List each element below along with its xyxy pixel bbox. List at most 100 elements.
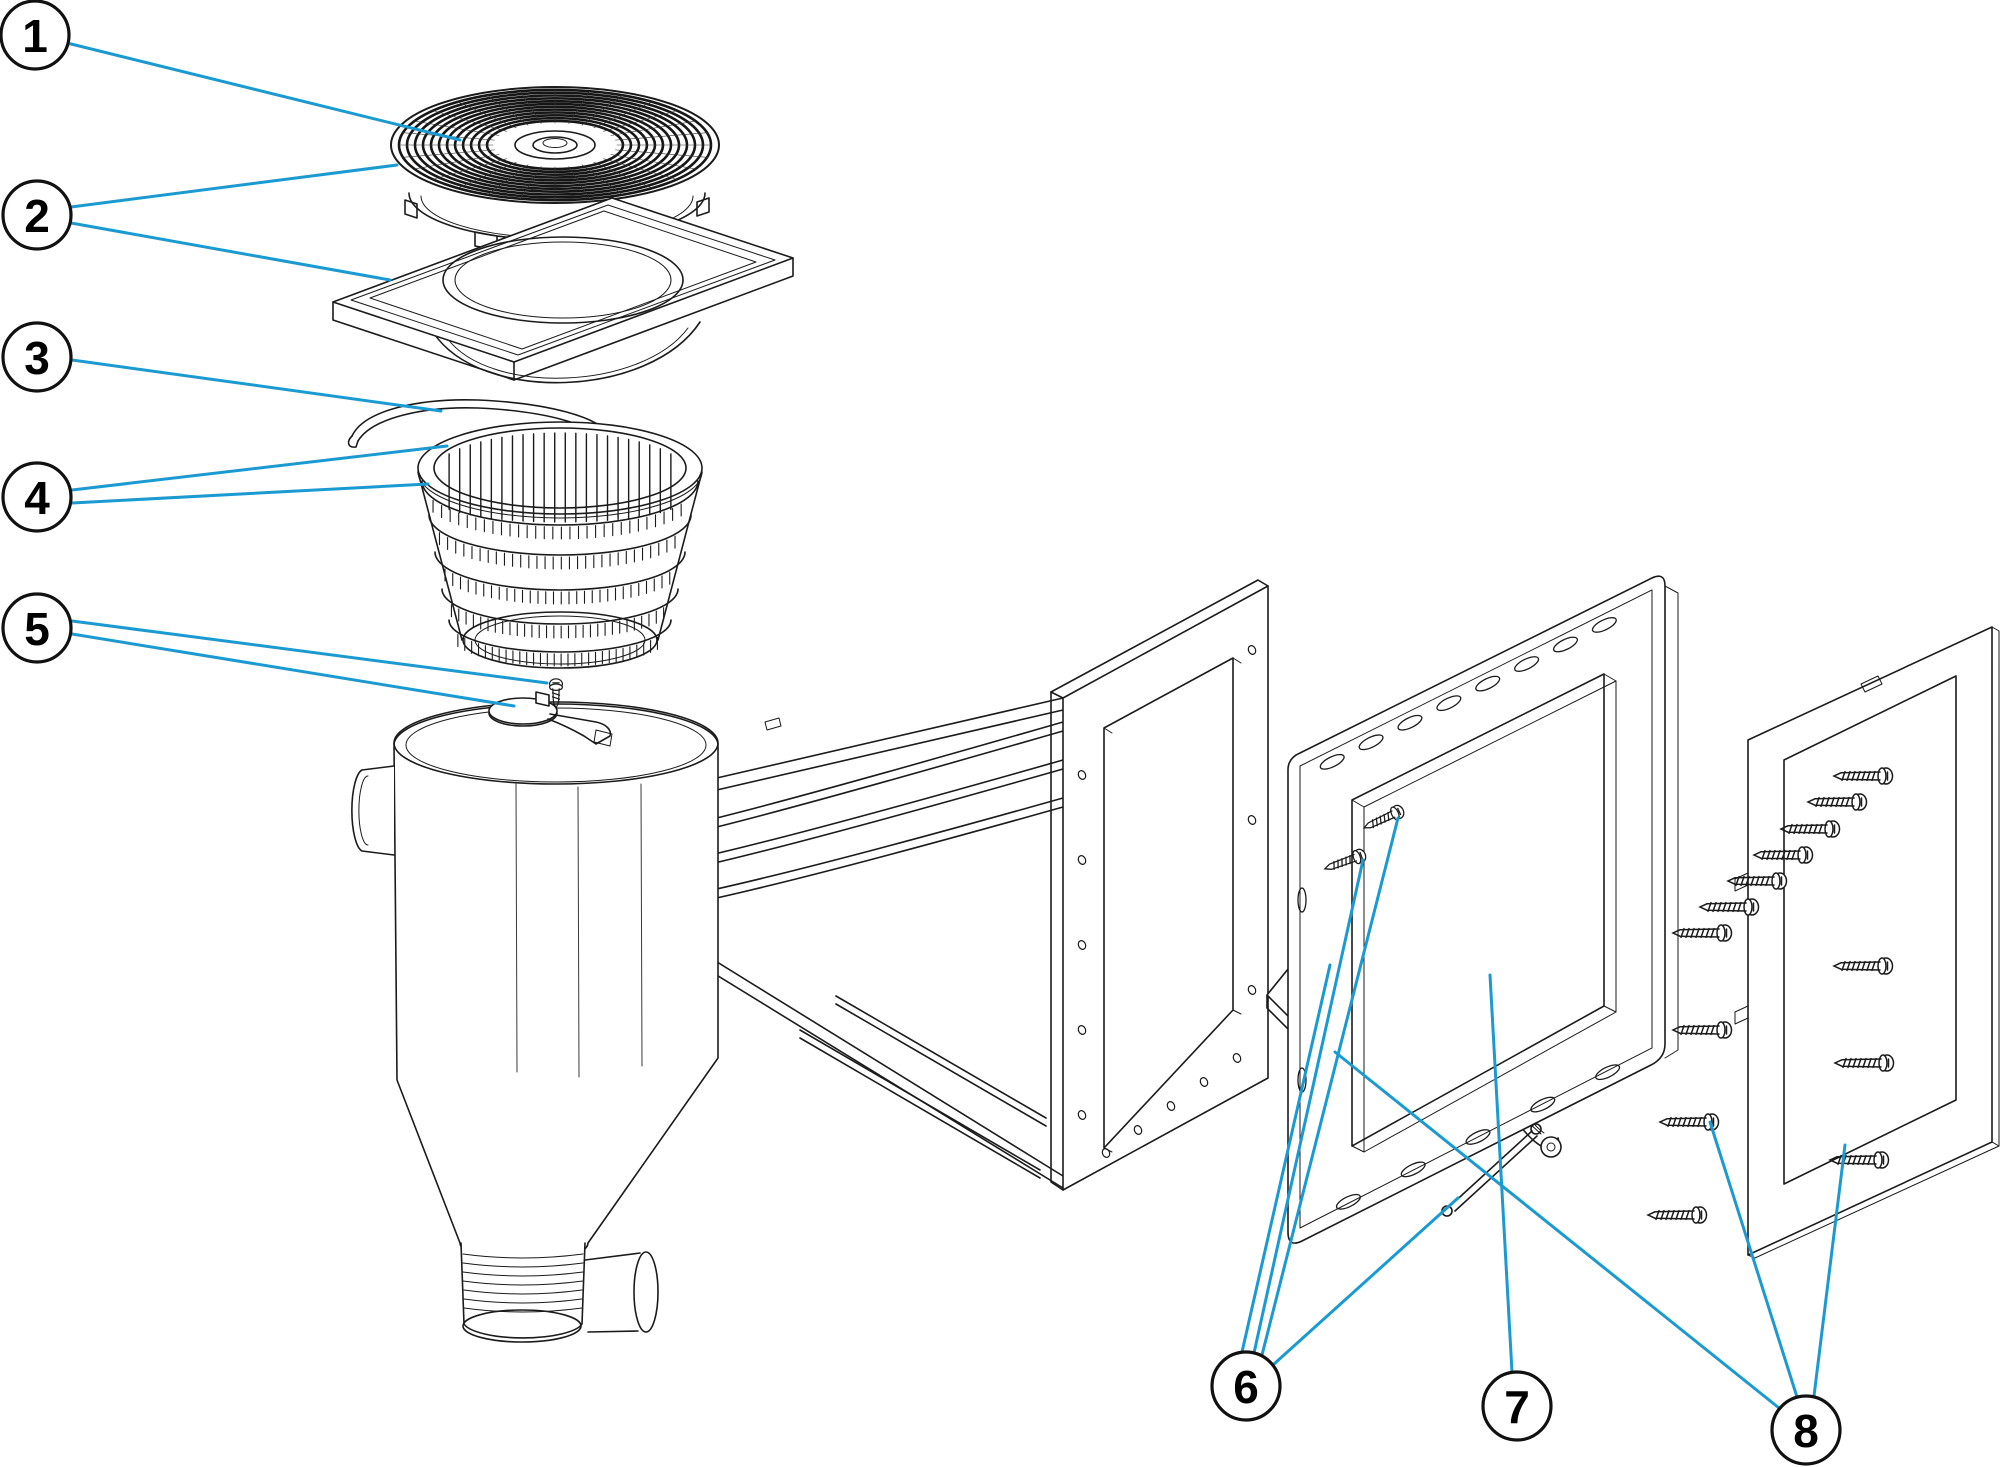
line-art: [454, 241, 672, 319]
line-art: [1077, 940, 1087, 950]
line-art: [651, 709, 1064, 806]
line-art: [1685, 1024, 1690, 1036]
screw: [1362, 804, 1405, 829]
line-art: [514, 130, 596, 160]
line-art: [1734, 1005, 1749, 1025]
leader-line-3: [70, 358, 443, 413]
screw-set: [548, 678, 1895, 1224]
callout-number-6: 6: [1233, 1361, 1259, 1413]
leader-line-6: [1240, 963, 1332, 1354]
line-art: [799, 1037, 1041, 1179]
line-art: [513, 257, 794, 381]
line-art: [1818, 823, 1823, 835]
line-art: [1877, 767, 1887, 785]
screw: [1832, 957, 1894, 975]
line-art: [1788, 823, 1793, 835]
callout-number-8: 8: [1793, 1405, 1819, 1457]
screw: [1828, 1151, 1890, 1169]
line-art: [1783, 675, 1957, 1185]
line-art: [1700, 1024, 1705, 1036]
line-art: [1700, 927, 1705, 939]
line-art: [1333, 860, 1335, 871]
line-art: [1397, 807, 1402, 816]
line-art: [603, 110, 678, 132]
line-art: [1862, 1154, 1867, 1166]
line-art: [603, 158, 678, 180]
line-art: [1867, 1057, 1872, 1069]
strainer-basket: [417, 421, 703, 669]
line-art: [1717, 901, 1722, 913]
leader-line-5: [70, 632, 516, 708]
line-art: [1781, 849, 1786, 861]
line-art: [1797, 846, 1807, 864]
basket-bands: [421, 480, 699, 667]
line-art: [402, 149, 495, 158]
line-art: [835, 995, 1047, 1119]
line-art: [535, 691, 550, 707]
line-art: [568, 90, 591, 124]
line-art: [1690, 927, 1695, 939]
callout-circle-6: [1210, 1350, 1282, 1422]
line-art: [1705, 1024, 1710, 1036]
line-art: [462, 1271, 584, 1277]
line-art: [1857, 1154, 1862, 1166]
callout-circle-3: [1, 321, 73, 393]
line-art: [593, 161, 653, 189]
line-art: [1856, 770, 1861, 782]
line-art: [1825, 796, 1830, 808]
line-art: [1371, 819, 1375, 829]
line-art: [615, 149, 708, 158]
line-art: [1247, 645, 1257, 655]
frame-screw-slots: [1077, 617, 1621, 1210]
faceplate-gasket: [1734, 626, 2000, 1259]
callout-circle-7: [1481, 1370, 1553, 1442]
callout-number-5: 5: [24, 603, 50, 655]
line-art: [1665, 1209, 1670, 1221]
line-art: [1363, 680, 1617, 1153]
leader-line-4: [70, 482, 430, 505]
line-art: [1771, 849, 1776, 861]
line-art: [657, 471, 703, 641]
line-art: [457, 161, 517, 189]
line-art: [1991, 626, 2000, 1147]
screw: [1646, 1206, 1708, 1224]
line-art: [1166, 1101, 1176, 1111]
screw: [1671, 924, 1733, 942]
line-art: [1695, 927, 1700, 939]
screw: [1752, 846, 1814, 864]
line-art: [1866, 770, 1871, 782]
line-art: [663, 730, 1064, 840]
line-art: [441, 588, 679, 625]
line-art: [448, 619, 672, 653]
line-art: [593, 729, 613, 747]
line-art: [1873, 1151, 1883, 1169]
line-art: [414, 120, 500, 136]
line-art: [1765, 875, 1770, 887]
line-art: [404, 199, 418, 219]
line-art: [369, 210, 757, 350]
line-art: [358, 775, 369, 846]
line-art: [421, 480, 699, 526]
screw: [1833, 1054, 1895, 1072]
line-art: [1595, 1064, 1621, 1081]
line-art: [615, 132, 708, 141]
line-art: [432, 321, 701, 384]
line-art: [487, 164, 529, 196]
line-art: [1722, 901, 1727, 913]
line-art: [1846, 770, 1851, 782]
line-art: [1860, 675, 1883, 693]
line-art: [1824, 820, 1834, 838]
line-art: [1697, 1116, 1702, 1128]
callout-1: 1: [0, 0, 462, 142]
line-art: [463, 1307, 583, 1313]
line-art: [414, 154, 500, 170]
line-art: [1845, 796, 1850, 808]
leader-line-2: [69, 221, 392, 282]
line-art: [1835, 796, 1840, 808]
line-art: [428, 514, 692, 556]
screw: [1658, 1113, 1720, 1131]
line-art: [1798, 823, 1803, 835]
line-art: [587, 1330, 639, 1333]
line-art: [1766, 849, 1771, 861]
